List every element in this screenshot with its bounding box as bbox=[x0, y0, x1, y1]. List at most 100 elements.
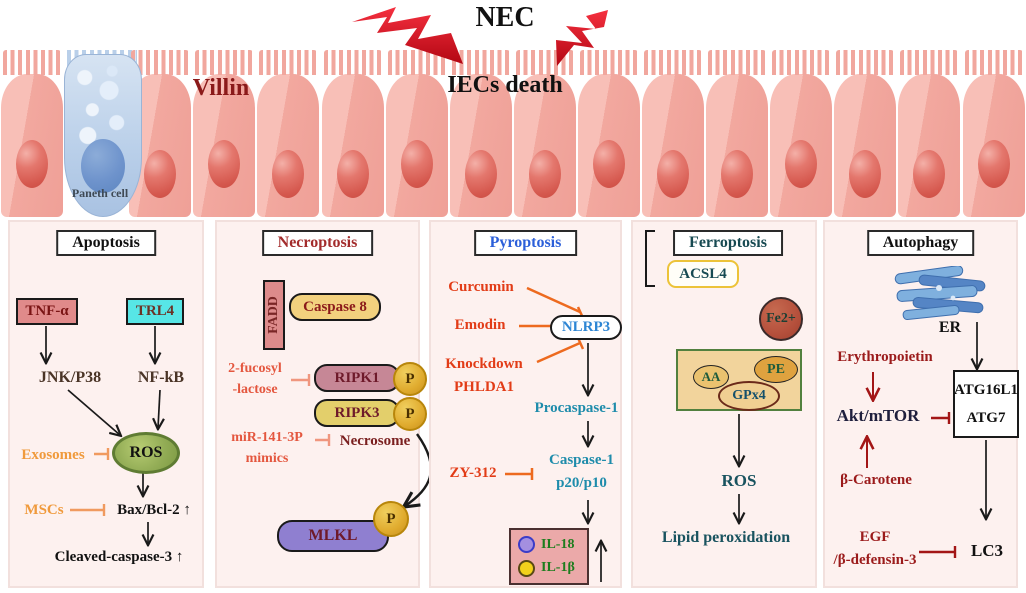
autophagy-title: Autophagy bbox=[866, 230, 975, 256]
fucosyl-line2: -lactose bbox=[232, 382, 278, 397]
nfkb-label: NF-kB bbox=[137, 369, 185, 386]
microvilli bbox=[836, 50, 895, 75]
caspase1-line2: p20/p10 bbox=[556, 475, 607, 492]
paneth-nucleus bbox=[81, 139, 125, 193]
villin-label: Villin bbox=[192, 75, 250, 101]
phospho-label: P bbox=[405, 405, 415, 422]
epithelial-cell bbox=[321, 50, 384, 217]
cell-nucleus bbox=[913, 150, 946, 198]
ripk3-phospho-badge: P bbox=[393, 397, 427, 431]
microvilli bbox=[3, 50, 61, 75]
microvilli bbox=[772, 50, 831, 75]
panel-necroptosis: Necroptosis FADD Caspase 8 2-fucosyl -la… bbox=[215, 220, 433, 588]
mir-line1: miR-141-3P bbox=[231, 430, 303, 445]
gpx4-ellipse: GPx4 bbox=[718, 381, 780, 411]
arrow-nfkb-to-ros bbox=[158, 389, 160, 428]
panel-autophagy: Autophagy ER Erythropoietin Akt/mTOR ATG… bbox=[823, 220, 1020, 588]
cell-nucleus bbox=[528, 150, 561, 198]
cell-nucleus bbox=[16, 140, 48, 188]
page-title: NEC bbox=[475, 2, 535, 33]
fadd-box: FADD bbox=[263, 280, 285, 350]
tnf-label: TNF-α bbox=[25, 303, 69, 319]
cleaved-label: Cleaved-caspase-3 ↑ bbox=[54, 549, 184, 565]
curcumin-label: Curcumin bbox=[448, 279, 514, 295]
iecs-death-label: IECs death bbox=[447, 72, 563, 98]
cell-nucleus bbox=[464, 150, 497, 198]
cell-nucleus bbox=[657, 150, 689, 198]
ripk1-label: RIPK1 bbox=[334, 369, 380, 386]
right-bolt-icon bbox=[556, 10, 608, 66]
phospho-label: P bbox=[386, 510, 396, 527]
panel-pyroptosis: Pyroptosis Curcumin Emodin Knockdown PHL… bbox=[429, 220, 622, 588]
apoptosis-connectors bbox=[10, 326, 206, 590]
caspase8-box: Caspase 8 bbox=[289, 293, 381, 321]
il18-label: IL-18 bbox=[541, 536, 575, 552]
epithelial-cell bbox=[257, 50, 320, 217]
microvilli bbox=[259, 50, 318, 75]
fadd-label: FADD bbox=[266, 296, 281, 334]
panel-ferroptosis: Ferroptosis ACSL4 Fe2+ AA PE GPx4 ROS Li… bbox=[631, 220, 817, 588]
apoptosis-title: Apoptosis bbox=[56, 230, 156, 256]
mlkl-phospho-badge: P bbox=[373, 501, 409, 537]
panel-apoptosis: Apoptosis TNF-α TRL4 JNK/P38 NF-kB Exoso… bbox=[8, 220, 204, 588]
caspase8-label: Caspase 8 bbox=[303, 298, 367, 315]
atg7-label: ATG7 bbox=[966, 410, 1006, 426]
epithelial-cell bbox=[449, 50, 512, 217]
epithelial-cell bbox=[834, 50, 897, 217]
pyroptosis-title: Pyroptosis bbox=[473, 230, 578, 256]
phospho-label: P bbox=[405, 370, 415, 387]
nlrp3-label: NLRP3 bbox=[561, 319, 611, 335]
cell-nucleus bbox=[400, 140, 433, 188]
epithelial-cell bbox=[962, 50, 1025, 217]
aa-label: AA bbox=[701, 369, 721, 384]
fe2-circle: Fe2+ bbox=[759, 297, 803, 341]
il1b-label: IL-1β bbox=[541, 560, 575, 576]
mlkl-label: MLKL bbox=[308, 527, 358, 544]
pe-ellipse: PE bbox=[754, 356, 798, 383]
epithelium-band bbox=[0, 48, 1026, 217]
il1b-dot-icon bbox=[518, 559, 535, 577]
epithelial-cell bbox=[513, 50, 576, 217]
acsl4-box: ACSL4 bbox=[667, 260, 739, 288]
epithelial-cell bbox=[1, 50, 63, 217]
ros-label: ROS bbox=[129, 444, 163, 461]
microvilli bbox=[708, 50, 767, 75]
egf-label: EGF /β-defensin-3 bbox=[825, 526, 925, 573]
trl4-box: TRL4 bbox=[126, 298, 184, 325]
epithelial-cell bbox=[770, 50, 833, 217]
arrow-jnk-to-ros bbox=[67, 389, 120, 435]
inhibit-curcumin-nlrp3 bbox=[526, 286, 585, 319]
epithelial-cell bbox=[642, 50, 704, 217]
autophagy-connectors bbox=[825, 322, 1020, 558]
zy312-label: ZY-312 bbox=[449, 465, 497, 481]
lc3-label: LC3 bbox=[970, 541, 1004, 560]
knockdown-label: Knockdown PHLDA1 bbox=[433, 353, 535, 400]
akt-label: Akt/mTOR bbox=[836, 406, 920, 425]
mlkl-box: MLKL bbox=[277, 520, 389, 552]
microvilli bbox=[323, 50, 382, 75]
fucosyl-line1: 2-fucosyl bbox=[228, 361, 282, 376]
inhibit-mscs-bax bbox=[70, 504, 106, 516]
cell-nucleus bbox=[336, 150, 369, 198]
microvilli bbox=[964, 50, 1023, 75]
mir-label: miR-141-3P mimics bbox=[217, 427, 317, 469]
knockdown-line1: Knockdown bbox=[445, 356, 523, 372]
inhibit-egf-lc3 bbox=[919, 546, 957, 558]
acsl4-label: ACSL4 bbox=[679, 265, 727, 282]
necroptosis-title: Necroptosis bbox=[261, 230, 374, 256]
ripk3-label: RIPK3 bbox=[334, 404, 380, 421]
tnf-box: TNF-α bbox=[16, 298, 78, 325]
caspase1-label: Caspase-1 p20/p10 bbox=[539, 449, 624, 496]
jnk-label: JNK/P38 bbox=[38, 369, 102, 386]
necrosome-label: Necrosome bbox=[339, 433, 411, 449]
il18-dot-icon bbox=[518, 536, 535, 554]
emodin-label: Emodin bbox=[454, 317, 506, 333]
knockdown-line2: PHLDA1 bbox=[454, 379, 514, 396]
inhibit-zy312-caspase1 bbox=[505, 468, 534, 480]
lipid-label: Lipid peroxidation bbox=[661, 529, 791, 546]
microvilli bbox=[195, 50, 254, 75]
mscs-label: MSCs bbox=[24, 502, 64, 518]
atg16l1-label: ATG16L1 bbox=[954, 381, 1018, 398]
inhibit-fucosyl-ripk1 bbox=[291, 374, 311, 386]
